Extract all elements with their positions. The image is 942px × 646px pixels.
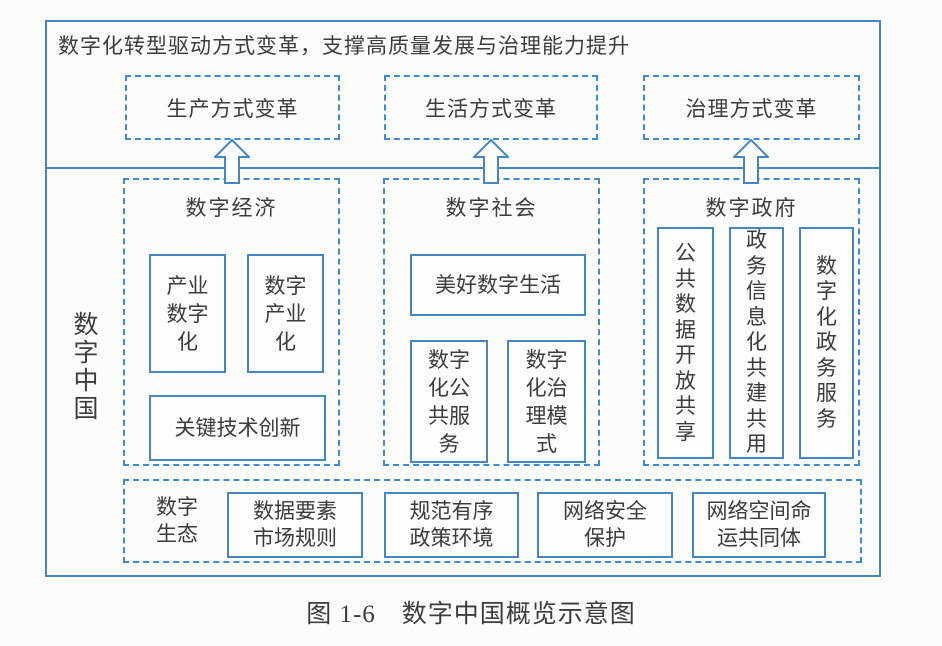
item-label: 关键技术创新: [174, 416, 301, 440]
outcome-box-life: 生活方式变革: [384, 75, 598, 140]
banner-title: 数字化转型驱动方式变革，支撑高质量发展与治理能力提升: [58, 34, 630, 58]
outcome-label: 生活方式变革: [425, 96, 557, 121]
up-arrow-icon: [733, 139, 769, 184]
item-industry-digitalization: 产业数字化: [149, 254, 226, 373]
item-data-element-market-rules: 数据要素市场规则: [227, 492, 363, 558]
section-title: 数字社会: [445, 196, 538, 220]
horizontal-divider-line: [45, 167, 881, 169]
item-digital-industrialization: 数字产业化: [247, 254, 324, 373]
outcome-label: 生产方式变革: [166, 96, 299, 121]
up-arrow-icon: [214, 139, 250, 184]
item-label: 美好数字生活: [435, 273, 561, 297]
outcome-label: 治理方式变革: [685, 96, 818, 121]
item-label: 数字化治理模式: [525, 347, 568, 456]
section-digital-society: 数字社会 美好数字生活 数字化公共服务 数字化治理模式: [383, 178, 600, 466]
up-arrow-icon: [473, 139, 509, 184]
item-digital-governance-model: 数字化治理模式: [507, 340, 586, 463]
section-title: 数字经济: [185, 196, 278, 220]
ecosystem-label-wrap: 数字生态: [145, 481, 209, 561]
outcome-box-production: 生产方式变革: [125, 75, 340, 140]
item-label: 网络空间命运共同体: [706, 499, 812, 550]
item-good-digital-life: 美好数字生活: [410, 254, 586, 316]
outcome-box-governance: 治理方式变革: [643, 75, 860, 140]
outer-frame: [45, 20, 881, 577]
item-gov-info-co-build-co-use: 政务信息化共建共用: [729, 227, 784, 459]
section-digital-government: 数字政府 公共数据开放共享 政务信息化共建共用 数字化政务服务: [643, 178, 860, 466]
item-label: 数字化政务服务: [816, 253, 837, 431]
item-label: 政务信息化共建共用: [746, 228, 767, 457]
side-label-digital-china: 数字中国: [73, 312, 99, 423]
item-orderly-policy-environment: 规范有序政策环境: [384, 492, 519, 558]
item-label: 数字产业化: [264, 273, 307, 354]
section-digital-ecosystem: 数字生态 数据要素市场规则 规范有序政策环境 网络安全保护 网络空间命运共同体: [123, 479, 862, 563]
item-label: 公共数据开放共享: [675, 241, 696, 444]
item-label: 数据要素市场规则: [253, 499, 337, 550]
item-public-data-open-sharing: 公共数据开放共享: [657, 227, 714, 459]
item-key-technology-innovation: 关键技术创新: [149, 395, 326, 461]
section-title: 数字政府: [705, 196, 798, 220]
ecosystem-label: 数字生态: [156, 495, 198, 546]
item-digital-government-services: 数字化政务服务: [799, 227, 854, 459]
item-cyberspace-community: 网络空间命运共同体: [692, 492, 826, 558]
item-label: 产业数字化: [166, 273, 209, 354]
figure-caption: 图 1-6 数字中国概览示意图: [306, 601, 636, 628]
item-network-security-protection: 网络安全保护: [537, 492, 673, 558]
item-label: 数字化公共服务: [428, 347, 470, 456]
item-label: 网络安全保护: [563, 499, 647, 550]
item-digital-public-services: 数字化公共服务: [410, 340, 488, 463]
section-digital-economy: 数字经济 产业数字化 数字产业化 关键技术创新: [123, 178, 340, 466]
item-label: 规范有序政策环境: [409, 499, 494, 550]
